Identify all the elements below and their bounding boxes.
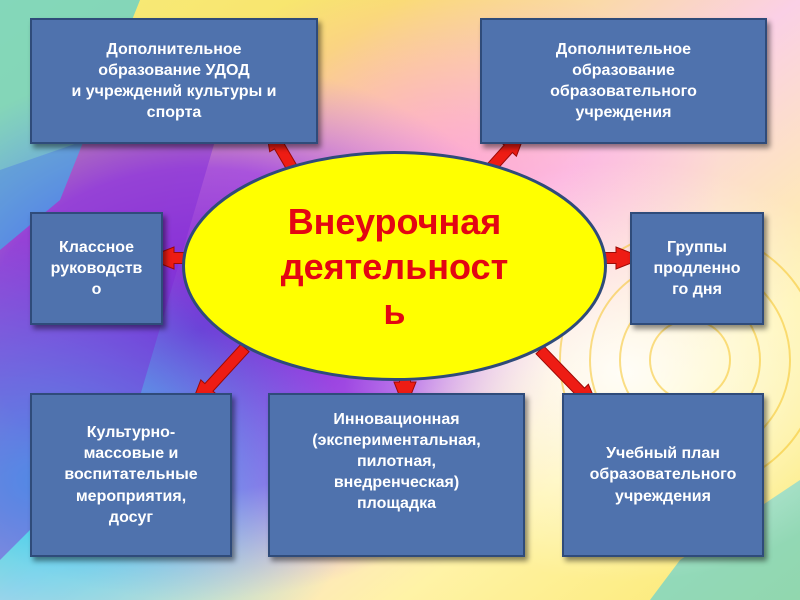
node-innovation-platform: Инновационная (экспериментальная, пилотн… <box>268 393 525 557</box>
central-topic: Внеурочная деятельност ь <box>181 150 608 382</box>
node-cultural-mass-events: Культурно- массовые и воспитательные мер… <box>30 393 232 557</box>
node-label: Культурно- массовые и воспитательные мер… <box>64 424 198 526</box>
central-title: Внеурочная деятельност ь <box>280 200 509 332</box>
node-label: Группы продленно го дня <box>653 238 741 299</box>
node-curriculum: Учебный план образовательного учреждения <box>562 393 764 557</box>
node-extended-day-groups: Группы продленно го дня <box>630 212 764 325</box>
node-class-guidance: Классное руководств о <box>30 212 163 325</box>
node-label: Дополнительное образование УДОД и учрежд… <box>71 40 277 122</box>
node-label: Классное руководств о <box>50 238 143 299</box>
central-ellipse <box>182 151 607 381</box>
node-label: Учебный план образовательного учреждения <box>589 445 737 505</box>
node-additional-education-school: Дополнительное образование образовательн… <box>480 18 767 144</box>
node-additional-education-udod: Дополнительное образование УДОД и учрежд… <box>30 18 318 144</box>
node-label: Инновационная (экспериментальная, пилотн… <box>312 411 481 513</box>
node-label: Дополнительное образование образовательн… <box>550 40 697 122</box>
